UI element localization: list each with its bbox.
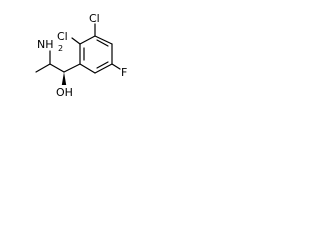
nh2-label: NH <box>37 38 54 51</box>
bond-group <box>35 23 121 74</box>
ring-bond-4 <box>94 63 113 74</box>
nh2-subscript: 2 <box>58 44 63 53</box>
wedge-bond-to-oh <box>61 72 67 85</box>
bond-to-cl-second <box>71 37 81 45</box>
cl-top-label: Cl <box>89 12 100 25</box>
ring-bond-1 <box>79 35 96 45</box>
ring-bond-2 <box>94 35 113 45</box>
bond-ch-to-methyl <box>35 63 51 73</box>
ring-double-bond-1 <box>96 39 109 47</box>
bond-ring-to-chiral <box>63 63 81 73</box>
ring-bond-5 <box>79 63 96 74</box>
molecule-structure: Cl Cl F NH 2 OH <box>35 12 127 99</box>
ring-double-bond-2 <box>96 61 109 69</box>
bond-to-f <box>111 63 121 70</box>
cl-second-label: Cl <box>57 30 68 43</box>
bond-chiral-to-ch <box>49 63 65 73</box>
structure-canvas: Cl Cl F NH 2 OH <box>0 0 152 152</box>
f-label: F <box>121 66 127 79</box>
oh-label: OH <box>56 86 73 99</box>
